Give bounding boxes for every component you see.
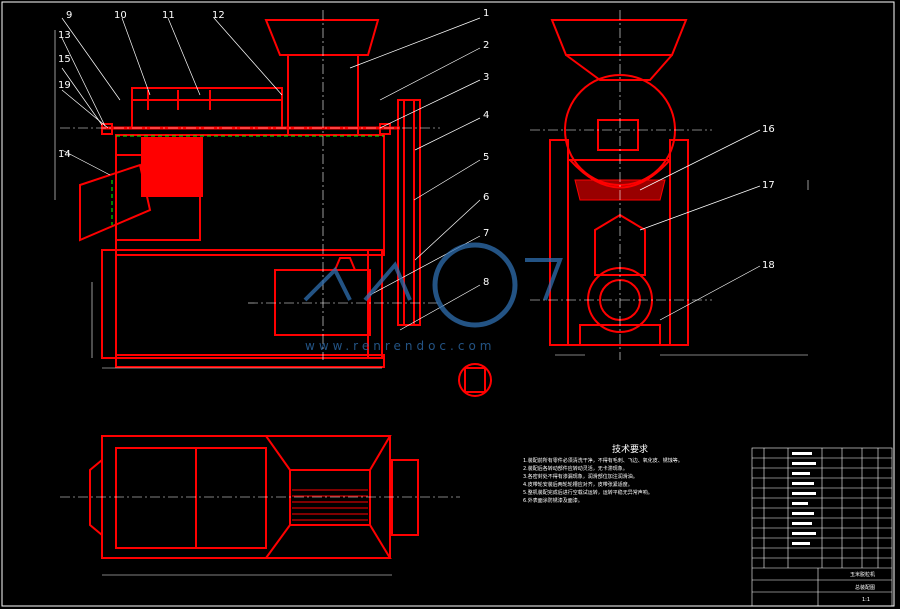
detail-view (458, 363, 492, 397)
requirement-line: 6.外表面涂防锈漆及面漆。 (523, 497, 583, 504)
callout-16: 16 (762, 124, 775, 135)
callout-3: 3 (483, 72, 489, 83)
requirement-line: 2.装配后各转动部件应转动灵活，无卡滞现象。 (523, 465, 628, 472)
callout-5: 5 (483, 152, 489, 163)
requirements-title: 技术要求 (612, 443, 648, 455)
callout-15: 15 (58, 54, 71, 65)
side-view-dimensions (555, 180, 809, 356)
title-part-name: 玉米脱粒机 (850, 571, 875, 578)
front-view-hidden-lines (111, 135, 384, 225)
requirement-line: 3.各密封处不得有渗漏现象，润滑部位加注润滑油。 (523, 473, 638, 480)
requirement-line: 5.整机装配完成后进行空载试运转，运转平稳无异常声响。 (523, 489, 653, 496)
front-view (79, 19, 421, 368)
callout-17: 17 (762, 180, 775, 191)
callout-6: 6 (483, 192, 489, 203)
callout-14: 14 (58, 149, 71, 160)
callout-1: 1 (483, 8, 489, 19)
callout-10: 10 (114, 10, 127, 21)
title-drawing-name: 总装配图 (855, 584, 875, 591)
callout-9: 9 (66, 10, 72, 21)
requirement-line: 4.皮带轮安装后两轮轮槽应对齐，皮带张紧适度。 (523, 481, 633, 488)
callout-2: 2 (483, 40, 489, 51)
title-sheet: 1:1 (862, 597, 870, 603)
callouts: 1 2 3 4 5 6 7 8 9 10 11 12 13 14 15 16 1… (58, 8, 775, 288)
requirement-line: 1.装配前所有零件必须清洗干净，不得有毛刺、飞边、氧化皮、锈蚀等。 (523, 457, 683, 464)
callout-13: 13 (58, 30, 71, 41)
callout-4: 4 (483, 110, 489, 121)
callout-19: 19 (58, 80, 71, 91)
watermark-url: www.renrendoc.com (305, 339, 495, 353)
front-view-dimensions (54, 30, 382, 369)
title-block-text: 玉米脱粒机 总装配图 1:1 (850, 571, 875, 603)
callout-7: 7 (483, 228, 489, 239)
callout-18: 18 (762, 260, 775, 271)
front-view-centerlines (60, 10, 440, 360)
title-block (751, 447, 893, 607)
title-block-bars (792, 452, 816, 545)
technical-requirements: 技术要求 1.装配前所有零件必须清洗干净，不得有毛刺、飞边、氧化皮、锈蚀等。 2… (523, 443, 683, 504)
side-view-centerlines (530, 10, 712, 360)
callout-12: 12 (212, 10, 225, 21)
top-view-hatching (292, 489, 368, 521)
watermark-logo: www.renrendoc.com (303, 242, 563, 353)
callout-8: 8 (483, 277, 489, 288)
callout-11: 11 (162, 10, 175, 21)
